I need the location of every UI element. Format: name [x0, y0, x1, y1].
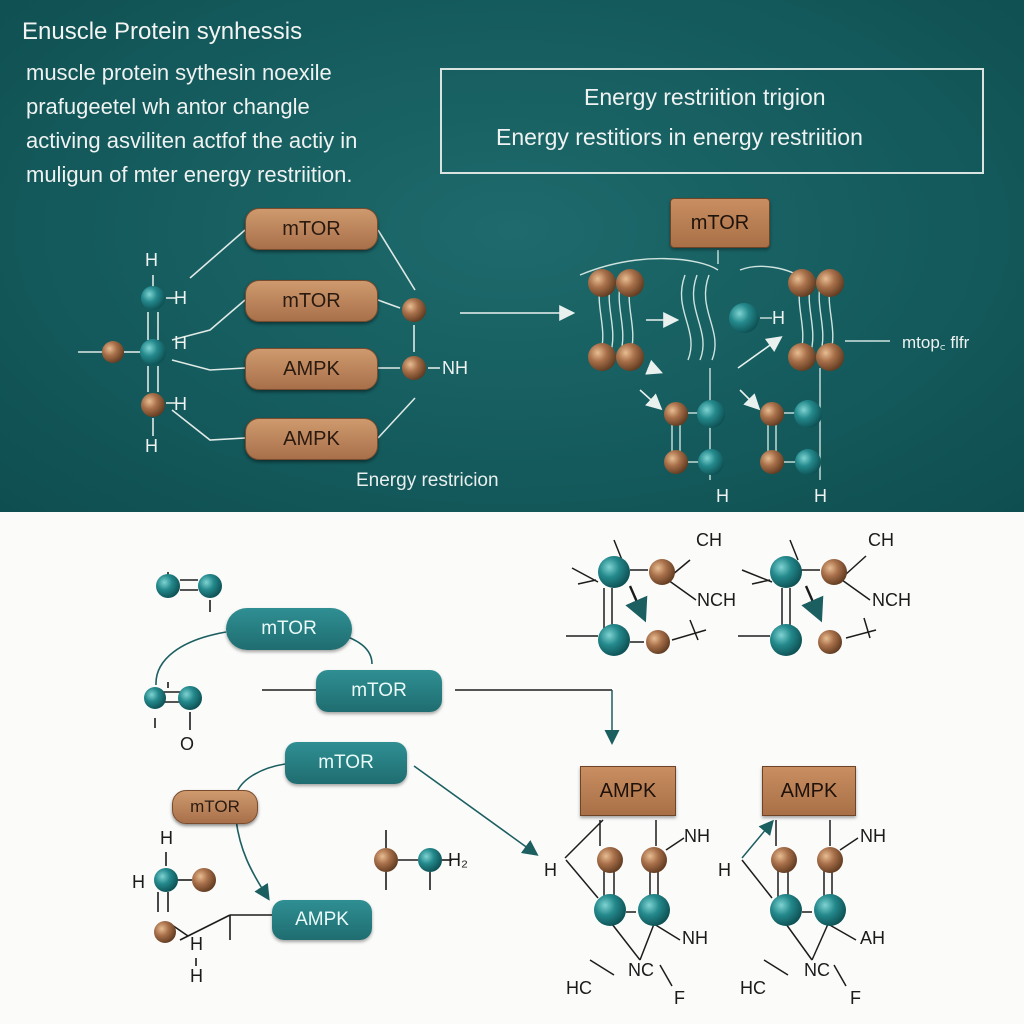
top-left-atom-label-h5: H — [145, 436, 158, 456]
top-right-atoms — [588, 269, 844, 475]
bottom-right-arrows — [625, 585, 824, 623]
bottom-left-label-h2: H — [132, 872, 145, 892]
bottom-right-label-nch-2: NCH — [872, 590, 911, 610]
bottom-right-label-nch-1: NCH — [697, 590, 736, 610]
bottom-left-label-o: O — [180, 734, 195, 754]
bottom-right-label-h-2: H — [718, 860, 731, 880]
top-left-caption: Energy restricion — [356, 470, 499, 491]
top-left-atom-label-h3: H — [174, 333, 187, 353]
top-panel — [0, 0, 1024, 512]
top-left-atom-label-h1: H — [145, 250, 158, 270]
intro-line-1: muscle protein sythesin noexile — [26, 60, 332, 85]
bottom-right-label-nh-2: NH — [860, 826, 886, 846]
bottom-left-label-h2-sub: H₂ — [448, 850, 468, 870]
bottom-left-pill-ampk: AMPK — [272, 900, 372, 940]
bottom-left-label-h3: H — [190, 934, 203, 954]
page-title: Enuscle Protein synhessis — [22, 18, 303, 45]
top-left-atom-label-h4: H — [174, 394, 187, 414]
bottom-right-label-hc-1: HC — [566, 978, 592, 998]
bottom-right-label-nh-1: NH — [684, 826, 710, 846]
top-left-pill-mtor-2: mTOR — [245, 280, 378, 322]
bottom-right-label-nc-1: NC — [628, 960, 654, 980]
bottom-left-pill-mtor-1: mTOR — [226, 608, 352, 650]
top-left-molecule — [78, 229, 440, 441]
bottom-right-label-nh-lower: NH — [682, 928, 708, 948]
bottom-left-pill-mtor-3: mTOR — [285, 742, 407, 784]
top-right-h-label: H — [772, 308, 785, 328]
intro-line-4: muligun of mter energy restriition. — [26, 162, 353, 187]
top-left-pill-mtor-1: mTOR — [245, 208, 378, 250]
bottom-left-label-h1: H — [160, 828, 173, 848]
top-right-bottom-label-1: H — [716, 486, 729, 506]
bottom-right-atoms — [594, 556, 847, 926]
bottom-left-label-h4: H — [190, 966, 203, 986]
info-box-line-1: Energy restriition trigion — [584, 84, 826, 110]
bottom-right-ampk-box-1: AMPK — [580, 766, 676, 816]
bottom-right-ampk-box-2: AMPK — [762, 766, 856, 816]
info-box-line-2: Energy restitiors in energy restriition — [496, 124, 863, 150]
bottom-right-label-hc-2: HC — [740, 978, 766, 998]
bottom-left-brown-pill-mtor: mTOR — [172, 790, 258, 824]
bottom-right-label-h-1: H — [544, 860, 557, 880]
bottom-right-label-ch-2: CH — [868, 530, 894, 550]
bottom-right-label-f-1: F — [674, 988, 685, 1008]
top-right-bottom-label-2: H — [814, 486, 827, 506]
top-left-pill-ampk-2: AMPK — [245, 418, 378, 460]
top-left-atom-label-h2: H — [174, 288, 187, 308]
top-right-arrows — [639, 312, 783, 411]
top-right-mtor-box: mTOR — [670, 198, 770, 248]
bottom-left-pill-mtor-2: mTOR — [316, 670, 442, 712]
bottom-right-label-nc-2: NC — [804, 960, 830, 980]
intro-line-3: activing asviliten actfof the actiy in — [26, 128, 358, 153]
bottom-right-label-ah-lower: AH — [860, 928, 886, 948]
bottom-left-atoms — [144, 574, 442, 943]
top-left-pill-ampk-1: AMPK — [245, 348, 378, 390]
bottom-right-label-ch-1: CH — [696, 530, 722, 550]
top-left-atoms — [102, 286, 426, 417]
top-left-atom-label-nh: NH — [442, 358, 468, 378]
intro-line-2: prafugeetel wh antor changle — [26, 94, 310, 119]
top-right-side-label: mtop꜀ flfr — [902, 333, 970, 352]
bottom-right-label-f-2: F — [850, 988, 861, 1008]
info-box — [440, 68, 984, 174]
